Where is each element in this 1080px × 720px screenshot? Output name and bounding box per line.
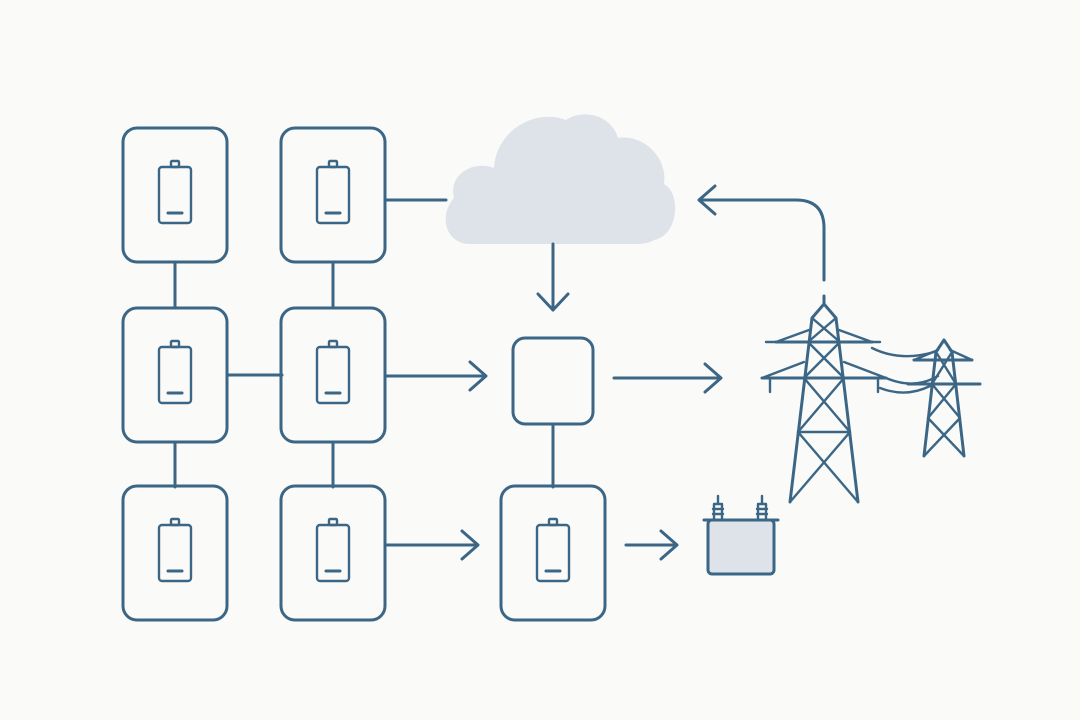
- arrow-cloud-to-controller: [536, 242, 570, 312]
- battery-module-r3-c1: [121, 484, 229, 622]
- battery-icon: [315, 339, 351, 405]
- grid-connectors: [173, 198, 555, 489]
- battery-module-r2-c1: [121, 306, 229, 444]
- transformer-icon: [702, 494, 780, 576]
- battery-module-r1-c2: [279, 126, 387, 264]
- arrow-module-r3-to-output: [384, 529, 480, 561]
- transmission-tower-small-icon: [906, 338, 982, 458]
- battery-icon: [157, 339, 193, 405]
- battery-module-r1-c1: [121, 126, 229, 264]
- battery-module-r3-c2: [279, 484, 387, 622]
- arrow-output-to-transformer: [624, 529, 679, 561]
- battery-icon: [315, 159, 351, 225]
- flow-arrows: [384, 184, 826, 561]
- transmission-tower-icon: [760, 294, 888, 504]
- battery-icon: [535, 517, 571, 583]
- arrow-grid-to-cloud: [697, 184, 826, 282]
- battery-icon: [315, 517, 351, 583]
- cloud-icon: [445, 114, 676, 244]
- controller-box: [511, 336, 595, 426]
- battery-module-r2-c2: [279, 306, 387, 444]
- battery-module-output: [499, 484, 607, 622]
- battery-icon: [157, 159, 193, 225]
- arrow-controller-to-grid: [612, 362, 723, 394]
- battery-icon: [157, 517, 193, 583]
- arrow-module-r2-to-controller: [384, 360, 488, 392]
